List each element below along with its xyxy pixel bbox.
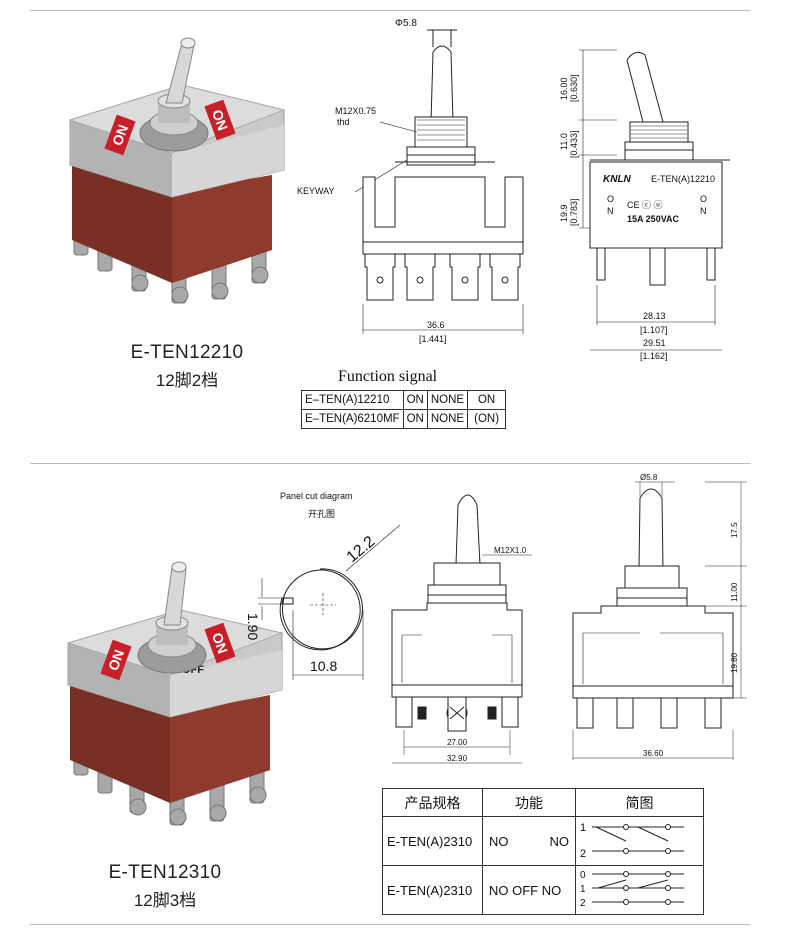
spec-model: E-TEN(A)2310 — [382, 816, 483, 866]
svg-text:19.9: 19.9 — [559, 204, 569, 222]
table-row: E-TEN(A)2310 NO NO 1 2 — [382, 816, 704, 866]
product2-pins: 12脚3档 — [133, 891, 197, 910]
svg-text:[0.630]: [0.630] — [569, 74, 579, 102]
p1-width-label: 36.6 — [427, 320, 445, 330]
p2-thread-label: M12X1.0 — [494, 546, 527, 555]
p1-keyway-label: KEYWAY — [297, 186, 335, 196]
product2-side-drawing: Ø5.8 17.5 11.00 19.80 36.60 — [572, 473, 747, 760]
p2-h3: 19.80 — [730, 652, 739, 673]
function-signal-table: E–TEN(A)12210 ON NONE ON E–TEN(A)6210MF … — [301, 390, 507, 429]
p1-width-inch: [1.441] — [419, 334, 447, 344]
panel-title: Panel cut diagram — [280, 491, 353, 501]
panel-d1: 12.2 — [344, 533, 379, 566]
func-cell: ON — [467, 390, 507, 410]
svg-text:[0.433]: [0.433] — [569, 130, 579, 158]
func-cell: E–TEN(A)6210MF — [301, 409, 404, 429]
table-row: E–TEN(A)6210MF ON NONE (ON) — [301, 409, 507, 429]
spec-model: E-TEN(A)2310 — [382, 865, 483, 915]
p1-w2-label: 28.13 — [643, 311, 666, 321]
p1-w3-inch: [1.162] — [640, 351, 668, 361]
diag-label-0: 0 — [580, 870, 586, 881]
switch-diagram-3pos: 0 1 2 — [580, 870, 684, 909]
p1-plate-onR: O — [700, 194, 707, 204]
svg-text:N: N — [607, 206, 614, 216]
p2-width1: 27.00 — [447, 738, 468, 747]
func-cell: (ON) — [467, 409, 507, 429]
func-left: NO — [489, 833, 509, 849]
func-right: NO — [549, 833, 570, 849]
table-row: E-TEN(A)2310 NO OFF NO 0 1 2 — [382, 865, 704, 915]
spec-function: NO OFF NO — [482, 865, 576, 915]
svg-text:11.0: 11.0 — [559, 133, 569, 150]
product1-side-drawing: 16.00 [0.630] 11.0 [0.433] 19.9 [0.783] … — [559, 49, 730, 361]
svg-text:ON: ON — [105, 647, 127, 672]
svg-text:ON: ON — [209, 107, 231, 132]
p1-thread-note: thd — [337, 117, 350, 127]
middle-divider — [30, 463, 750, 464]
func-cell: ON — [402, 409, 428, 429]
spec-diagram: 1 2 — [575, 816, 704, 866]
p2-h1: 17.5 — [730, 522, 739, 538]
diag-label-2: 2 — [580, 848, 586, 860]
svg-text:[0.783]: [0.783] — [569, 198, 579, 226]
func-cell: NONE — [426, 390, 469, 410]
spec-diagram: 0 1 2 — [575, 865, 704, 915]
product2-model: E-TEN12310 — [108, 862, 222, 883]
svg-text:16.00: 16.00 — [559, 77, 569, 100]
p1-plate-model: E-TEN(A)12210 — [651, 174, 715, 184]
svg-text:ON: ON — [109, 122, 131, 147]
product1-model: E-TEN12210 — [130, 342, 244, 363]
spec-header-model: 产品规格 — [382, 788, 483, 817]
switch-diagram-2pos: 1 2 — [580, 822, 684, 860]
svg-text:ON: ON — [209, 630, 231, 655]
table-header-row: 产品规格 功能 简图 — [382, 788, 704, 817]
product2-front-drawing: M12X1.0 27.00 32.90 — [391, 494, 532, 764]
spec-table: 产品规格 功能 简图 E-TEN(A)2310 NO NO 1 2 E-TEN(… — [382, 788, 704, 915]
product1-photo: ON ON — [68, 37, 286, 304]
panel-d3: 10.8 — [310, 658, 337, 674]
product2-label: E-TEN12310 12脚3档 — [50, 862, 280, 911]
func-cell: E–TEN(A)12210 — [301, 390, 404, 410]
product1-pins: 12脚2档 — [155, 371, 219, 390]
product1-label: E-TEN12210 12脚2档 — [72, 342, 302, 391]
product1-front-drawing: Φ5.8 M12X0.75 thd KEYWAY 36.6 [1.441] — [297, 18, 524, 344]
diag-label-1: 1 — [580, 822, 586, 834]
p1-thread-label: M12X0.75 — [335, 106, 376, 116]
p1-plate-brand: KNLN — [603, 174, 632, 185]
diag-label-1: 1 — [580, 884, 586, 895]
p1-w3-label: 29.51 — [643, 338, 666, 348]
func-cell: NONE — [426, 409, 469, 429]
p2-phi-label: Ø5.8 — [640, 473, 658, 482]
p2-width2: 32.90 — [447, 754, 468, 763]
p2-h2: 11.00 — [730, 582, 739, 602]
function-signal-title: Function signal — [338, 368, 438, 385]
p1-phi-label: Φ5.8 — [395, 18, 417, 29]
p1-w2-inch: [1.107] — [640, 325, 668, 335]
top-divider — [30, 10, 750, 11]
panel-subtitle: 开孔图 — [308, 509, 335, 519]
spec-header-function: 功能 — [482, 788, 576, 817]
product2-photo: ON ON OFF — [66, 561, 284, 826]
table-row: E–TEN(A)12210 ON NONE ON — [301, 390, 507, 410]
func-cell: ON — [402, 390, 428, 410]
panel-d2: 1.90 — [245, 613, 261, 640]
spec-header-diagram: 简图 — [575, 788, 704, 817]
p2-width3: 36.60 — [643, 749, 664, 758]
p1-plate-marks: CE ⓒ ⓤ — [627, 200, 663, 210]
diag-label-2: 2 — [580, 898, 586, 909]
panel-cut-diagram: Panel cut diagram 开孔图 12.2 1.90 10.8 — [245, 491, 401, 680]
p1-plate-rating: 15A 250VAC — [627, 214, 680, 224]
spec-function: NO NO — [482, 816, 576, 866]
bottom-divider — [30, 924, 750, 925]
p1-plate-onL: O — [607, 194, 614, 204]
svg-text:N: N — [700, 206, 707, 216]
